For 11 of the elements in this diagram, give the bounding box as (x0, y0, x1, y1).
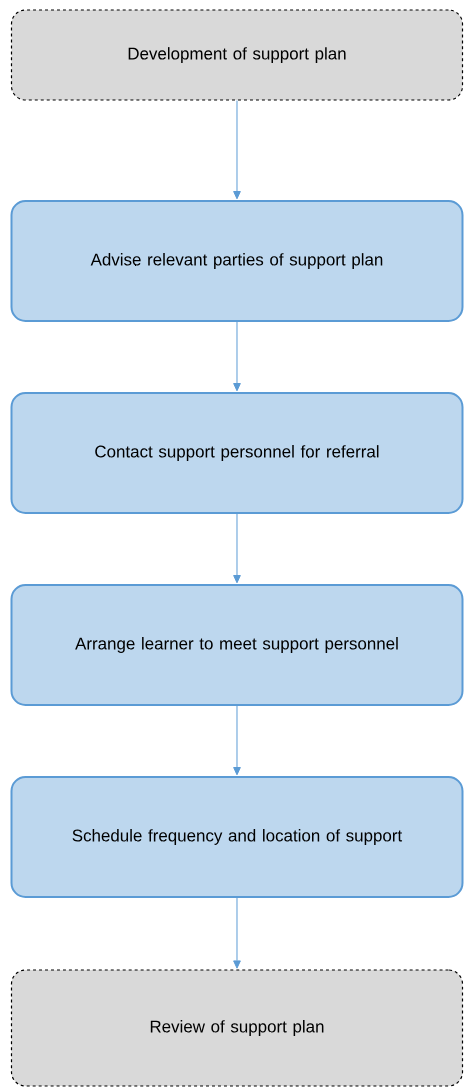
arrow (233, 100, 241, 200)
arrow (233, 705, 241, 776)
arrow (233, 321, 241, 392)
terminal-box: Development of support plan (10, 9, 464, 101)
arrow (233, 897, 241, 969)
process-box: Contact support personnel for referral (10, 392, 464, 514)
arrow (233, 513, 241, 584)
process-box: Advise relevant parties of support plan (10, 200, 464, 322)
process-box: Schedule frequency and location of support (10, 776, 464, 898)
terminal-box: Review of support plan (10, 969, 464, 1087)
process-box: Arrange learner to meet support personnel (10, 584, 464, 706)
